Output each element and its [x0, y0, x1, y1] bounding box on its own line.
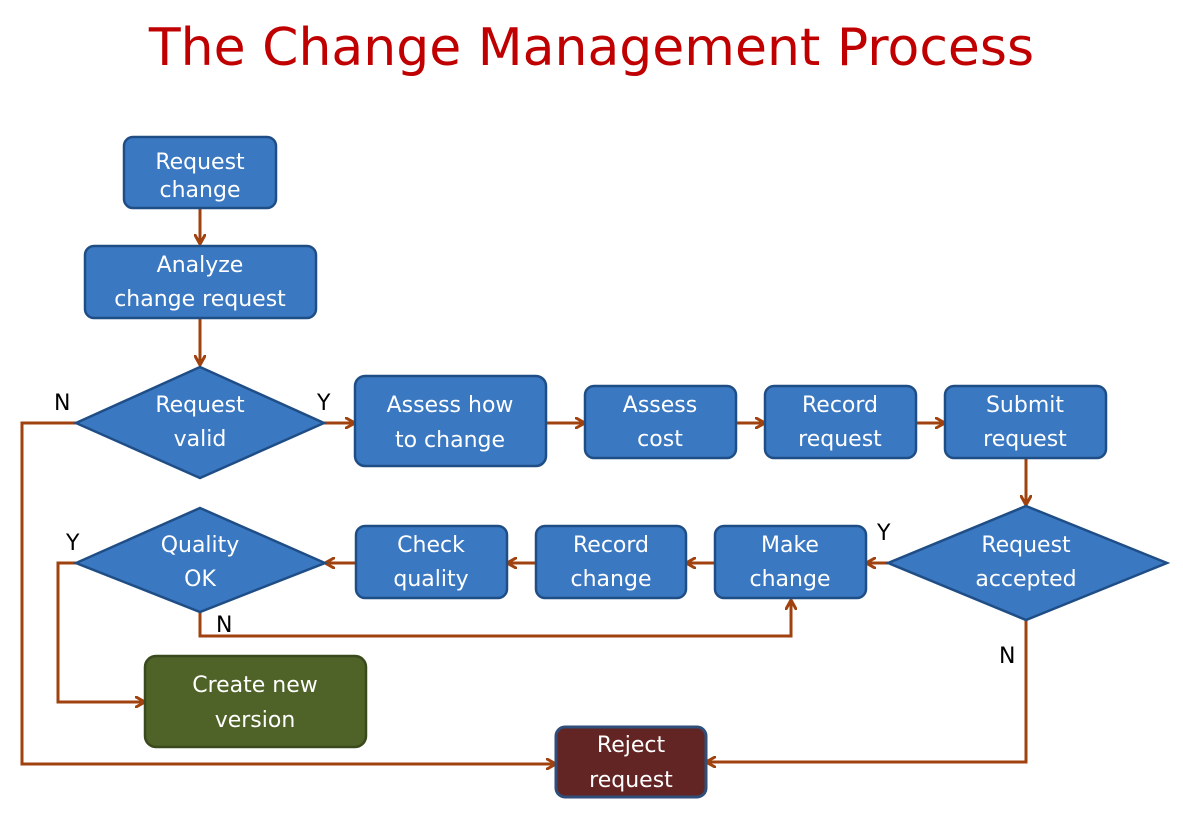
- branch-label-accepted-no: N: [999, 644, 1015, 669]
- node-record-request: Record request: [763, 384, 918, 460]
- node-label: change: [571, 567, 652, 592]
- node-create-new-version: Create new version: [143, 654, 368, 749]
- branch-label-accepted-yes: Y: [876, 521, 891, 546]
- node-check-quality: Check quality: [354, 524, 509, 600]
- node-assess-cost: Assess cost: [583, 384, 738, 460]
- node-label: request: [798, 427, 882, 452]
- branch-label-valid-no: N: [54, 391, 70, 416]
- node-label: Assess: [623, 393, 697, 418]
- node-label: change: [160, 178, 241, 203]
- node-label: change request: [114, 287, 286, 312]
- node-label: accepted: [975, 567, 1076, 592]
- branch-label-quality-no: N: [216, 613, 232, 638]
- node-label: Request: [155, 150, 245, 175]
- node-label: Request: [155, 393, 245, 418]
- node-request-change: Request change: [122, 135, 278, 210]
- node-label: quality: [393, 567, 468, 592]
- node-label: Record: [573, 533, 649, 558]
- node-label: OK: [184, 567, 216, 592]
- branch-label-valid-yes: Y: [316, 391, 331, 416]
- node-request-valid-decision: Request valid: [72, 365, 328, 480]
- node-label: Check: [397, 533, 465, 558]
- page-title: The Change Management Process: [148, 18, 1035, 78]
- edge-request-valid-to-reject: [20, 421, 556, 764]
- node-label: cost: [637, 427, 683, 452]
- node-label: Create new: [192, 673, 318, 698]
- node-label: Make: [761, 533, 819, 558]
- node-label: Request: [981, 533, 1071, 558]
- node-record-change: Record change: [534, 524, 688, 600]
- node-label: request: [983, 427, 1067, 452]
- node-label: Assess how: [387, 393, 514, 418]
- edge-request-accepted-to-reject: [706, 620, 1028, 762]
- edge-quality-ok-to-create-version: [56, 561, 145, 702]
- node-label: Reject: [597, 733, 666, 758]
- node-label: valid: [174, 427, 227, 452]
- node-request-accepted-decision: Request accepted: [884, 504, 1171, 622]
- node-label: version: [215, 708, 296, 733]
- node-quality-ok-decision: Quality OK: [72, 506, 329, 614]
- node-label: Submit: [986, 393, 1064, 418]
- node-label: to change: [395, 428, 505, 453]
- node-label: Quality: [161, 533, 240, 558]
- node-label: request: [589, 768, 673, 793]
- node-label: change: [750, 567, 831, 592]
- edge-quality-ok-to-make-change: [198, 600, 791, 638]
- node-submit-request: Submit request: [943, 384, 1108, 460]
- node-label: Record: [802, 393, 878, 418]
- branch-label-quality-yes: Y: [65, 531, 80, 556]
- node-analyze-change-request: Analyze change request: [83, 244, 318, 320]
- node-assess-how-to-change: Assess how to change: [353, 374, 548, 468]
- node-reject-request: Reject request: [554, 725, 708, 799]
- node-make-change: Make change: [713, 524, 868, 600]
- node-label: Analyze: [157, 253, 244, 278]
